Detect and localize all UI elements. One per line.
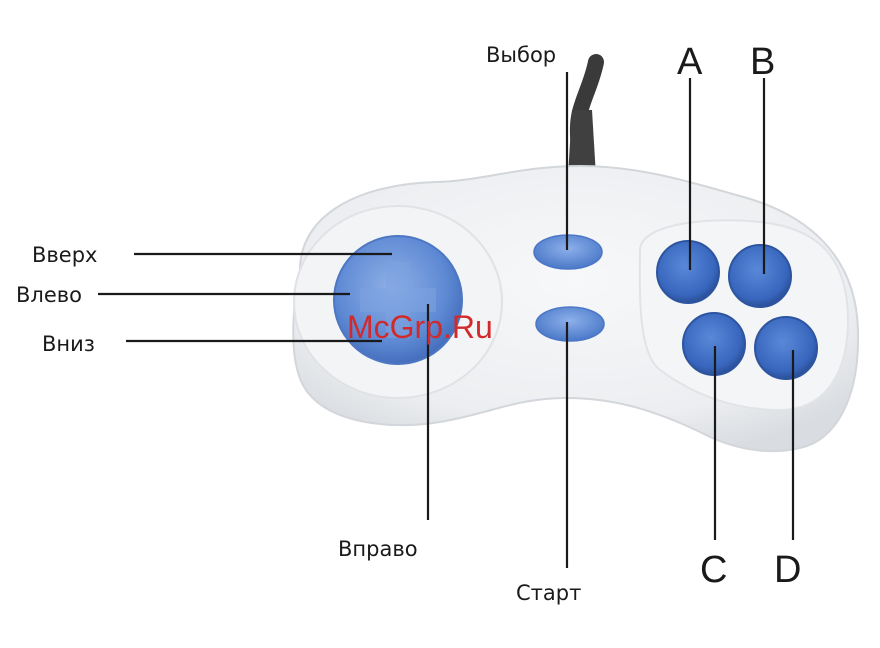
label-start: Старт [516,581,581,605]
label-left: Влево [16,283,82,307]
button-a[interactable] [657,241,719,303]
watermark: McGrp.Ru [347,309,493,345]
label-a: A [677,41,703,83]
label-down: Вниз [42,332,95,356]
label-c: C [700,549,727,591]
label-right: Вправо [338,537,418,561]
label-select: Выбор [486,43,556,67]
label-up: Вверх [32,243,97,267]
label-b: B [750,41,775,83]
start-button[interactable] [536,307,604,341]
button-d[interactable] [755,317,817,379]
label-d: D [774,549,801,591]
button-b[interactable] [729,245,791,307]
